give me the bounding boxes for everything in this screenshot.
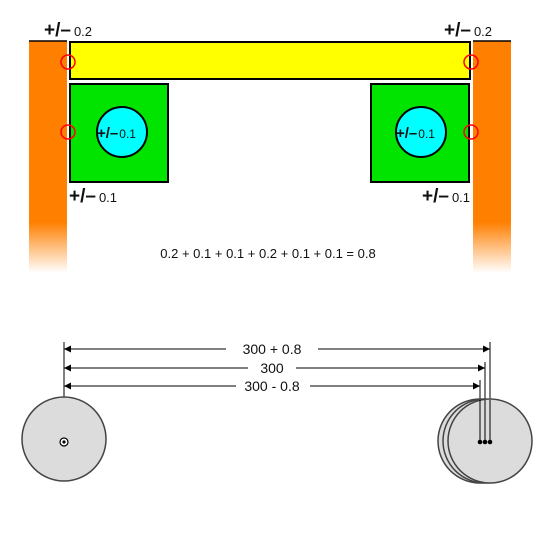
contact-marker: [60, 54, 76, 70]
top-beam: [69, 41, 471, 80]
tolerance-top-left: +/–0.2: [44, 20, 92, 41]
contact-marker: [60, 124, 76, 140]
tolerance-bottom-left: +/–0.1: [69, 186, 117, 207]
tolerance-right-pin: +/–0.1: [396, 125, 435, 142]
dimension-section: 300 + 0.8 300 300 - 0.8: [21, 341, 533, 484]
left-pin: [96, 106, 148, 158]
dimension-label-nominal: 300: [260, 360, 284, 376]
left-rail: [29, 41, 67, 273]
right-disc-center-dot: [487, 439, 493, 445]
left-disc-center-dot: [62, 440, 66, 444]
right-pin: [395, 106, 447, 158]
right-disc-center-dot: [482, 439, 488, 445]
assembly: +/–0.2 +/–0.2 +/–0.1 +/–0.1 +/–0.1 +/–0.…: [29, 20, 511, 273]
dimension-label-max: 300 + 0.8: [243, 341, 302, 357]
tolerance-left-pin: +/–0.1: [97, 125, 136, 142]
right-disc-center-dot: [477, 439, 483, 445]
right-rail: [473, 41, 511, 273]
contact-marker: [463, 124, 479, 140]
contact-marker: [463, 54, 479, 70]
tolerance-bottom-right: +/–0.1: [422, 186, 470, 207]
stackup-equation: 0.2 + 0.1 + 0.1 + 0.2 + 0.1 + 0.1 = 0.8: [160, 246, 375, 261]
dimension-label-min: 300 - 0.8: [244, 378, 299, 394]
tolerance-top-right: +/–0.2: [444, 20, 492, 41]
